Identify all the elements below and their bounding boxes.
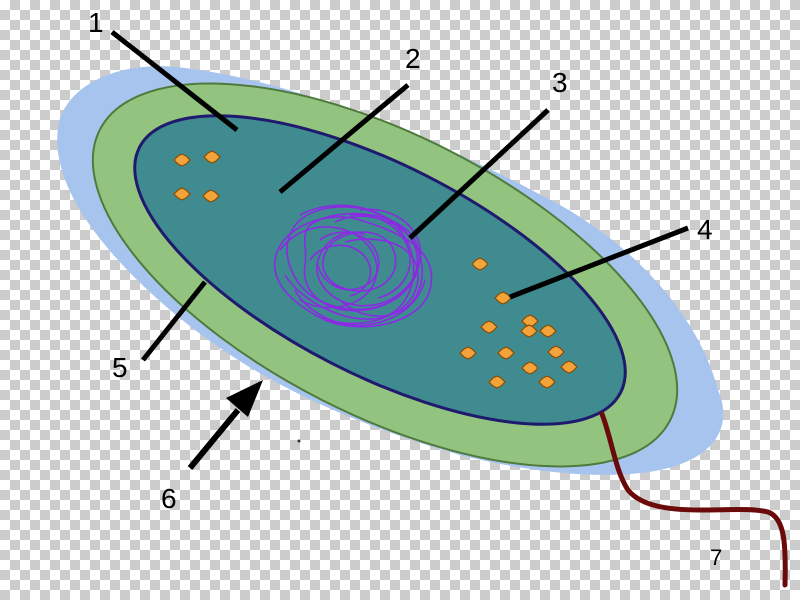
ribosome bbox=[538, 375, 556, 389]
label-1: 1 bbox=[88, 7, 104, 38]
ribosome bbox=[203, 150, 221, 164]
label-6: 6 bbox=[161, 483, 177, 514]
flagellum bbox=[599, 411, 788, 588]
ribosome bbox=[488, 375, 506, 389]
cytoplasm bbox=[133, 114, 627, 426]
ribosome bbox=[547, 345, 565, 359]
pointer-line-5 bbox=[141, 280, 207, 362]
label-4: 4 bbox=[697, 214, 713, 245]
ribosome bbox=[459, 346, 477, 360]
ribosome bbox=[497, 346, 515, 360]
pointer-lines bbox=[110, 30, 689, 362]
nucleoid bbox=[274, 204, 433, 328]
label-7: 7 bbox=[710, 545, 722, 570]
pointer-line-3 bbox=[408, 108, 550, 240]
ribosome bbox=[560, 360, 578, 374]
ribosome bbox=[521, 361, 539, 375]
pointer-line-4 bbox=[509, 225, 689, 300]
ribosome bbox=[539, 324, 557, 338]
ribosome bbox=[173, 187, 191, 201]
ribosome bbox=[480, 320, 498, 334]
arrow-6 bbox=[187, 380, 263, 470]
ribosome bbox=[520, 324, 538, 338]
ribosome bbox=[202, 189, 220, 203]
label-3: 3 bbox=[552, 67, 568, 98]
stray-dot bbox=[297, 439, 301, 443]
label-2: 2 bbox=[405, 43, 421, 74]
ribosome bbox=[173, 153, 191, 167]
label-5: 5 bbox=[112, 352, 128, 383]
ribosome bbox=[471, 257, 489, 271]
pointer-line-2 bbox=[278, 83, 410, 194]
pointer-line-1 bbox=[110, 30, 239, 132]
ribosomes bbox=[173, 150, 578, 389]
